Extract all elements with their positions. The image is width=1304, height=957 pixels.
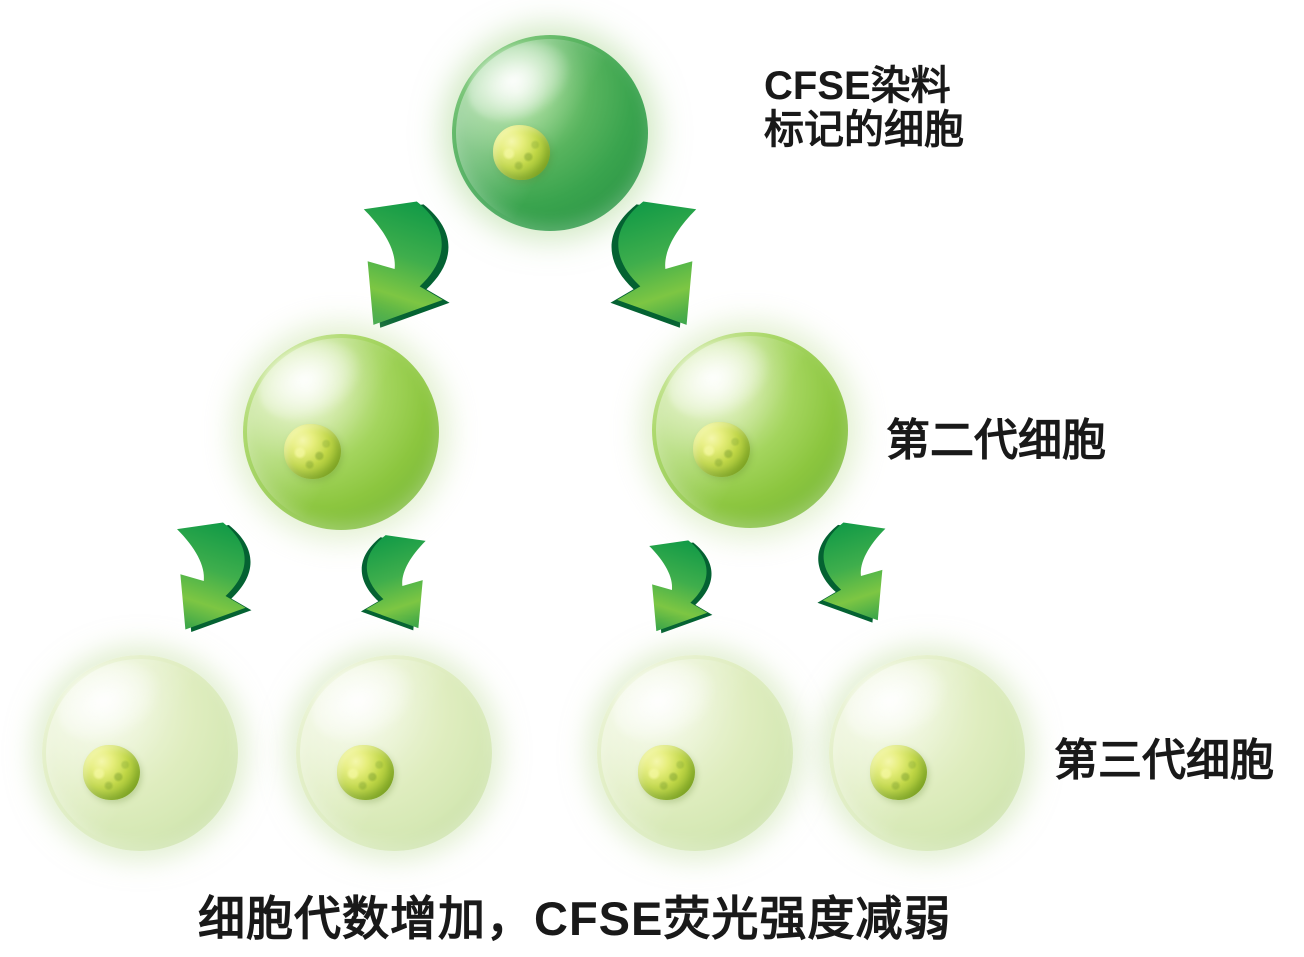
- cell-nucleus: [493, 125, 550, 181]
- cell-generation-1: [452, 35, 648, 231]
- cell-generation-3-1: [42, 655, 238, 851]
- cell-generation-2-left: [243, 334, 439, 530]
- cell-nucleus: [284, 424, 341, 480]
- division-arrow-icon: [649, 540, 713, 634]
- label-generation-2: 第二代细胞: [886, 416, 1106, 465]
- cell-nucleus: [693, 422, 750, 478]
- label-cfse-line1: CFSE染料: [764, 64, 951, 108]
- division-arrow-icon: [360, 535, 426, 631]
- cell-nucleus: [337, 745, 394, 801]
- division-arrow-icon: [177, 522, 252, 633]
- cell-generation-3-2: [296, 655, 492, 851]
- caption-fluorescence-decrease: 细胞代数增加，CFSE荧光强度减弱: [198, 892, 952, 945]
- cell-nucleus: [870, 745, 927, 801]
- cell-nucleus: [638, 745, 695, 801]
- label-generation-3: 第三代细胞: [1054, 736, 1274, 785]
- division-arrow-icon: [817, 522, 886, 623]
- division-arrow-icon: [363, 201, 450, 328]
- cell-generation-3-3: [597, 655, 793, 851]
- cell-generation-3-4: [829, 655, 1025, 851]
- label-cfse-line2: 标记的细胞: [764, 108, 964, 152]
- label-cfse-labeled-cell: CFSE染料 标记的细胞: [764, 64, 964, 152]
- cell-nucleus: [83, 745, 140, 801]
- cell-generation-2-right: [652, 332, 848, 528]
- division-arrow-icon: [610, 201, 697, 328]
